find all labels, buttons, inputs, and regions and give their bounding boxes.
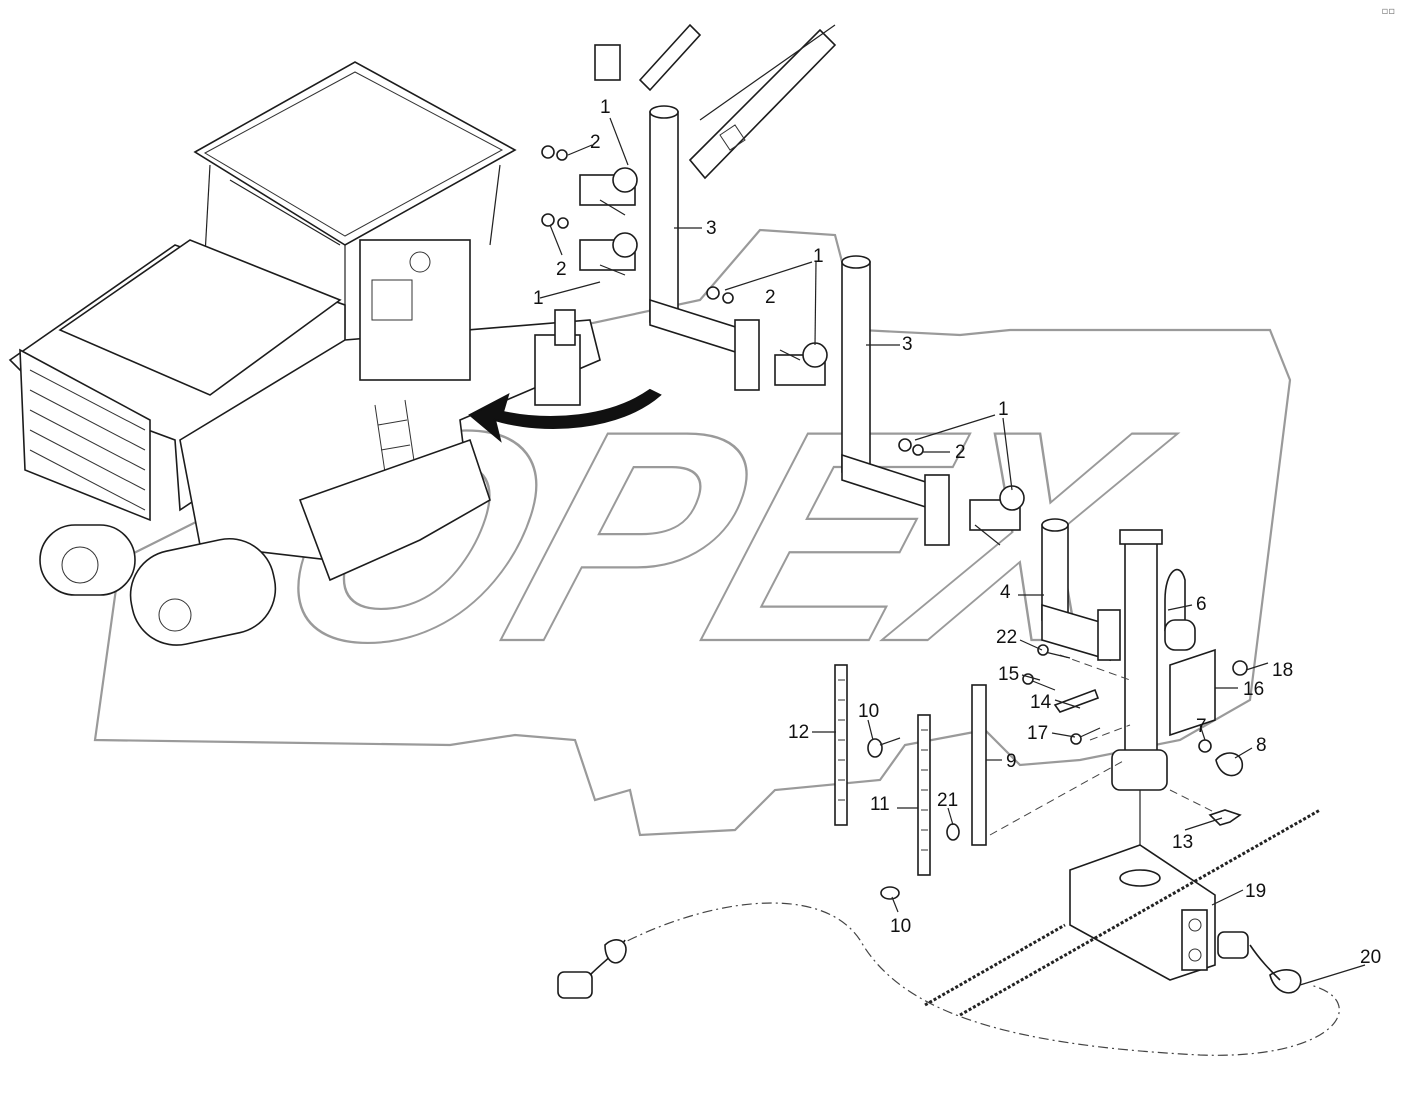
front-grille [19, 348, 151, 522]
callout-13: 13 [1172, 832, 1193, 853]
mounting-arrow [468, 388, 662, 443]
callout-21: 21 [937, 790, 958, 811]
mount-bracket [534, 334, 581, 406]
callout-14: 14 [1030, 692, 1052, 713]
scale-11 [917, 714, 931, 876]
callout-3: 3 [902, 334, 913, 355]
control-console [359, 239, 471, 381]
drum-side-plate [298, 438, 491, 582]
column-collar [1111, 749, 1168, 791]
pole-middle [841, 261, 871, 473]
callout-1: 1 [600, 97, 611, 118]
callouts: 1 2 2 1 3 1 2 3 1 2 4 6 22 18 15 16 14 1… [533, 97, 1381, 968]
scale-12 [834, 664, 848, 826]
callout-1: 1 [813, 246, 824, 267]
cab-roof [193, 61, 517, 246]
callout-12: 12 [788, 722, 809, 743]
callout-3: 3 [706, 218, 717, 239]
callout-4: 4 [1000, 582, 1011, 603]
callout-16: 16 [1243, 679, 1264, 700]
callout-10: 10 [890, 916, 911, 937]
callout-18: 18 [1272, 660, 1293, 681]
plate-9 [971, 684, 987, 846]
callout-2: 2 [556, 259, 567, 280]
callout-1: 1 [533, 288, 544, 309]
cable-plug-left [557, 971, 593, 999]
corner-mark: ▫▫ [1381, 6, 1395, 17]
rear-track [129, 537, 277, 646]
callout-11: 11 [870, 794, 890, 815]
upper-pole-assembly [541, 105, 1025, 546]
pole-plate [734, 319, 760, 391]
vertical-column [1124, 539, 1158, 771]
callout-7: 7 [1196, 716, 1207, 737]
callout-8: 8 [1256, 735, 1267, 756]
callout-6: 6 [1196, 594, 1207, 615]
callout-9: 9 [1006, 751, 1017, 772]
cable [609, 902, 1340, 1056]
pole-arm [649, 298, 746, 357]
callout-15: 15 [998, 664, 1019, 685]
callout-20: 20 [1360, 947, 1381, 968]
callout-19: 19 [1245, 881, 1266, 902]
string-line [959, 808, 1321, 1017]
callout-17: 17 [1027, 723, 1048, 744]
callout-22: 22 [996, 627, 1017, 648]
callout-1: 1 [998, 399, 1009, 420]
milling-machine [8, 61, 662, 646]
middle-pole-assembly [841, 255, 950, 546]
sensor-head [1069, 844, 1249, 981]
callout-10: 10 [858, 701, 879, 722]
clamp [579, 167, 1025, 546]
nuts-washers [541, 145, 924, 456]
callout-2: 2 [590, 132, 601, 153]
engine-hood [58, 239, 342, 396]
bracket-16 [1169, 648, 1216, 737]
callout-2: 2 [765, 287, 776, 308]
front-track [39, 524, 136, 596]
frame-fragment [594, 23, 837, 180]
pole-upper [649, 111, 679, 323]
leader-lines [539, 117, 1366, 986]
pole-short [1041, 524, 1069, 621]
callout-2: 2 [955, 442, 966, 463]
sensor-assembly [557, 518, 1340, 1056]
